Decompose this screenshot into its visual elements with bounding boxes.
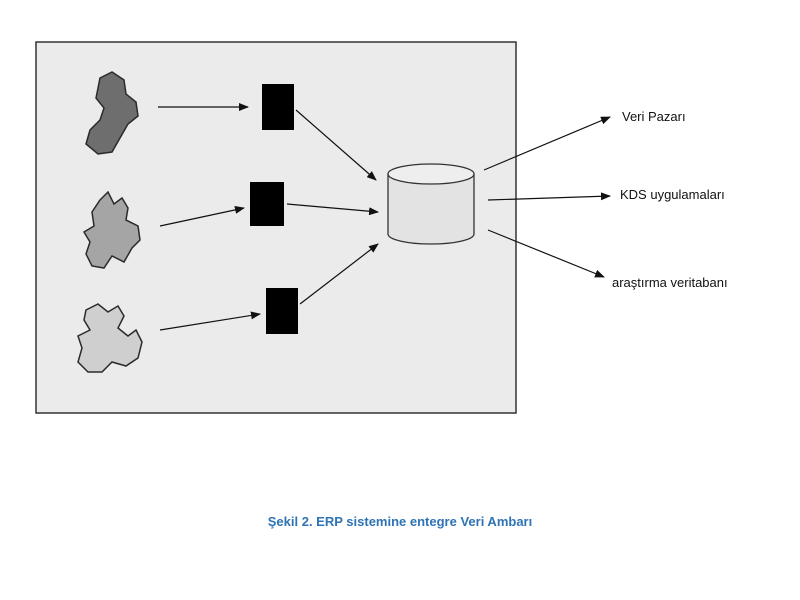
arrow-warehouse-to-research-db — [487, 229, 605, 278]
arrow-block-1-to-warehouse — [295, 109, 377, 181]
source-shape-2-icon — [82, 190, 141, 269]
transform-block-1 — [262, 84, 294, 130]
arrow-source-3-to-block-3 — [159, 311, 261, 331]
source-shape-1-icon — [85, 71, 139, 155]
arrow-warehouse-to-dss-apps — [487, 192, 611, 201]
arrow-block-3-to-warehouse — [299, 243, 379, 305]
figure-caption: Şekil 2. ERP sistemine entegre Veri Amba… — [267, 514, 533, 529]
label-dss-apps: KDS uygulamaları — [620, 187, 725, 202]
source-shape-3-icon — [77, 303, 143, 373]
label-data-mart: Veri Pazarı — [622, 109, 686, 124]
arrow-source-2-to-block-2 — [159, 205, 245, 227]
arrow-warehouse-to-data-mart — [483, 116, 611, 171]
label-research-db: araştırma veritabanı — [612, 275, 728, 290]
transform-block-3 — [266, 288, 298, 334]
transform-block-2 — [250, 182, 284, 226]
data-warehouse-cylinder-icon — [387, 163, 475, 245]
arrow-block-2-to-warehouse — [286, 203, 379, 216]
